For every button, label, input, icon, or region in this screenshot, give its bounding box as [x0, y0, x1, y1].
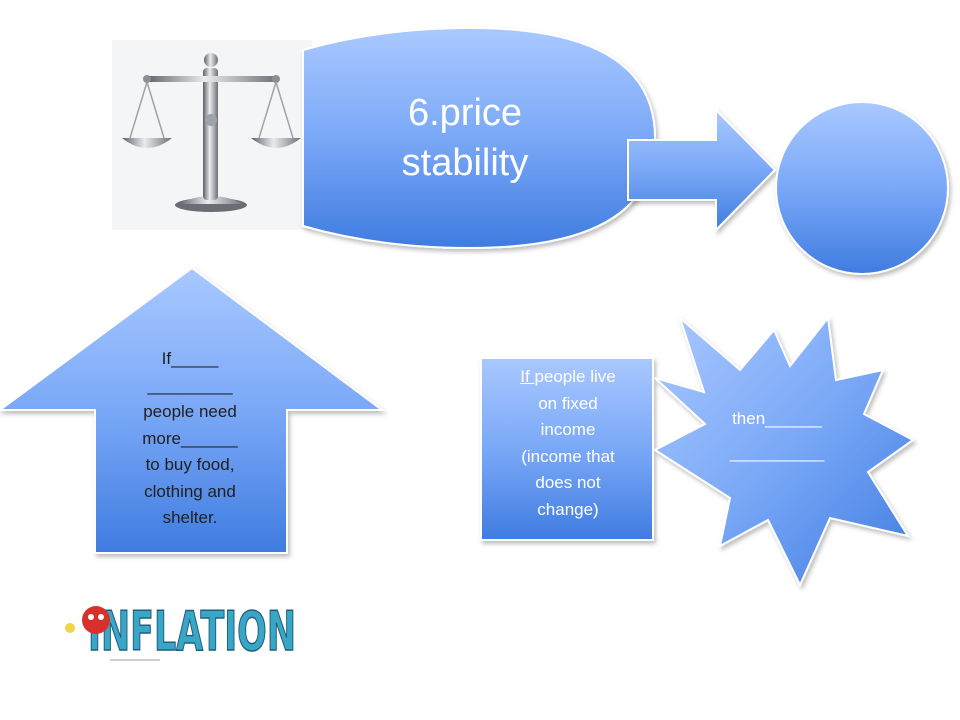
up-arrow-line-4: more______	[142, 428, 238, 448]
price-stability-label: 6.price stability	[330, 88, 600, 188]
fixed-income-line-1: If people live	[488, 364, 648, 391]
up-arrow-line-7: shelter.	[162, 508, 218, 527]
burst-line-2: __________	[729, 443, 825, 462]
fixed-income-text: If people live on fixed income (income t…	[488, 364, 648, 523]
burst-text: then______ __________	[706, 402, 848, 470]
inflation-logo-text: INFLATION	[88, 600, 296, 663]
fixed-income-line-3: income	[540, 420, 596, 439]
price-stability-shape	[302, 26, 657, 250]
fixed-income-prefix: If	[520, 367, 535, 386]
up-arrow-line-2: _________	[147, 375, 233, 395]
fixed-income-line-2: on fixed	[538, 393, 598, 413]
fixed-income-line-1-rest: people live	[534, 367, 616, 386]
right-arrow	[627, 107, 777, 233]
empty-circle	[775, 101, 949, 275]
fixed-income-box	[480, 357, 654, 541]
price-stability-line2: stability	[401, 142, 529, 184]
fixed-income-line-4: (income that	[521, 446, 615, 466]
up-arrow	[0, 266, 386, 554]
up-arrow-line-3: people need	[143, 402, 237, 421]
inflation-logo: INFLATION	[60, 572, 300, 682]
fixed-income-line-6: change)	[537, 499, 599, 519]
fixed-income-line-5: does not	[535, 473, 601, 492]
up-arrow-line-5: to buy food,	[145, 455, 235, 474]
starburst-shape	[653, 314, 915, 588]
price-stability-line1: 6.price	[407, 92, 523, 134]
up-arrow-text: If_____ _________ people need more______…	[118, 346, 262, 532]
balance-scale-icon	[112, 40, 312, 230]
up-arrow-line-6: clothing and	[144, 481, 236, 501]
burst-line-1: then______	[732, 409, 822, 428]
up-arrow-line-1: If_____	[161, 349, 219, 368]
